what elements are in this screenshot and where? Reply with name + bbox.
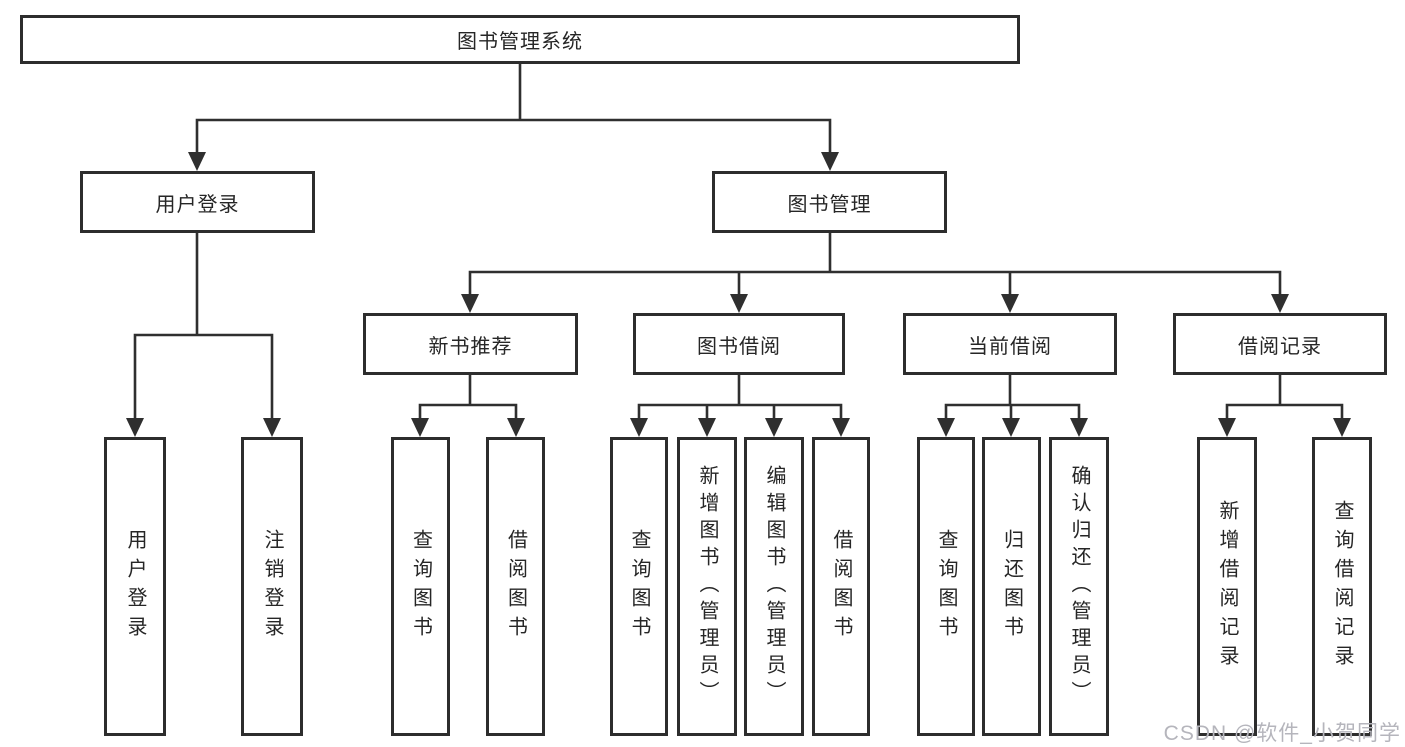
leaf-label: 查询图书	[935, 528, 957, 645]
leaf-query-books-current: 查询图书	[917, 437, 975, 736]
edge-current-to-leaves	[944, 373, 1081, 423]
node-current-borrowing: 当前借阅	[903, 313, 1117, 375]
leaf-label: 归还图书	[1000, 528, 1023, 645]
edge-mgmt-to-level3	[468, 231, 1282, 301]
leaf-label: 新增图书（管理员）	[696, 465, 718, 708]
leaf-label: 借阅图书	[504, 528, 527, 645]
leaf-label: 查询图书	[628, 528, 650, 645]
edge-recommend-to-leaves	[418, 373, 518, 423]
leaf-label: 用户登录	[124, 528, 146, 645]
leaf-label: 借阅图书	[830, 528, 852, 645]
node-book-management: 图书管理	[712, 171, 947, 233]
leaf-label: 编辑图书（管理员）	[763, 465, 785, 708]
leaf-edit-books-admin: 编辑图书（管理员）	[744, 437, 804, 736]
edge-root-to-level2	[195, 62, 832, 159]
leaf-borrow-books-recommend: 借阅图书	[486, 437, 545, 736]
leaf-add-books-admin: 新增图书（管理员）	[677, 437, 737, 736]
leaf-label: 确认归还（管理员）	[1068, 465, 1090, 708]
node-library-management-system: 图书管理系统	[20, 15, 1020, 64]
edge-borrowing-to-leaves	[637, 373, 843, 423]
node-book-borrowing: 图书借阅	[633, 313, 845, 375]
edge-records-to-leaves	[1225, 373, 1344, 423]
leaf-return-books: 归还图书	[982, 437, 1041, 736]
leaf-borrow-books-borrowing: 借阅图书	[812, 437, 870, 736]
leaf-label: 查询借阅记录	[1331, 499, 1353, 674]
node-borrowing-records: 借阅记录	[1173, 313, 1387, 375]
watermark: CSDN @软件_小贺同学	[1163, 722, 1401, 745]
leaf-query-borrow-record: 查询借阅记录	[1312, 437, 1372, 736]
leaf-user-login: 用户登录	[104, 437, 166, 736]
node-new-book-recommendation: 新书推荐	[363, 313, 578, 375]
edge-login-to-leaves	[133, 231, 274, 423]
leaf-logout: 注销登录	[241, 437, 303, 736]
leaf-add-borrow-record: 新增借阅记录	[1197, 437, 1257, 736]
leaf-query-books-borrowing: 查询图书	[610, 437, 668, 736]
leaf-query-books-recommend: 查询图书	[391, 437, 450, 736]
leaf-label: 新增借阅记录	[1216, 499, 1238, 674]
leaf-confirm-return-admin: 确认归还（管理员）	[1049, 437, 1109, 736]
leaf-label: 注销登录	[261, 528, 283, 645]
leaf-label: 查询图书	[409, 528, 432, 645]
node-user-login: 用户登录	[80, 171, 315, 233]
arrowheads	[126, 152, 1351, 437]
